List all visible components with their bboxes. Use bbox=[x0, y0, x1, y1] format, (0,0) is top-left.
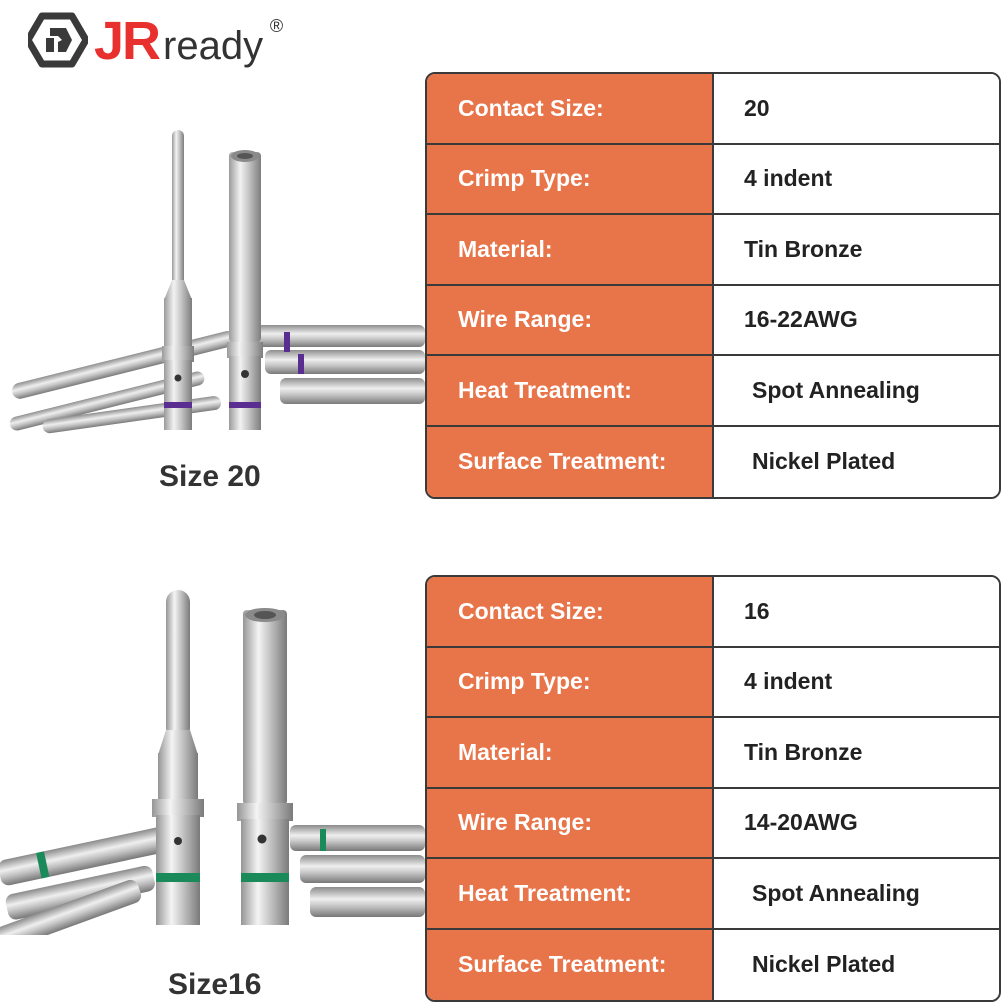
spec-value: Nickel Plated bbox=[714, 929, 999, 1000]
spec-value: 16-22AWG bbox=[714, 285, 999, 354]
size-20-spec-table: Contact Size: 20 Crimp Type: 4 indent Ma… bbox=[425, 72, 1001, 499]
spec-value: Spot Annealing bbox=[714, 859, 999, 928]
brand-logo: JR ready ® bbox=[28, 4, 283, 71]
size-16-contacts-photo bbox=[0, 590, 425, 935]
size-16-caption: Size16 bbox=[168, 968, 262, 1001]
spec-value: Spot Annealing bbox=[714, 356, 999, 425]
spec-row-surface-treatment: Surface Treatment: Nickel Plated bbox=[427, 929, 999, 1000]
spec-row-contact-size: Contact Size: 20 bbox=[427, 74, 999, 145]
spec-value: 16 bbox=[714, 577, 999, 646]
spec-label: Material: bbox=[427, 215, 714, 284]
spec-value: 4 indent bbox=[714, 647, 999, 716]
spec-row-crimp-type: Crimp Type: 4 indent bbox=[427, 144, 999, 215]
spec-row-crimp-type: Crimp Type: 4 indent bbox=[427, 647, 999, 718]
size-16-spec-table: Contact Size: 16 Crimp Type: 4 indent Ma… bbox=[425, 575, 1001, 1002]
spec-label: Material: bbox=[427, 718, 714, 787]
spec-row-contact-size: Contact Size: 16 bbox=[427, 577, 999, 648]
spec-label: Heat Treatment: bbox=[427, 859, 714, 928]
spec-row-wire-range: Wire Range: 14-20AWG bbox=[427, 788, 999, 859]
spec-value: Tin Bronze bbox=[714, 718, 999, 787]
spec-value: 4 indent bbox=[714, 144, 999, 213]
brand-logo-icon bbox=[28, 12, 88, 68]
spec-label: Heat Treatment: bbox=[427, 356, 714, 425]
spec-value: Tin Bronze bbox=[714, 215, 999, 284]
size-20-contacts-photo bbox=[9, 130, 425, 434]
spec-label: Contact Size: bbox=[427, 74, 714, 143]
spec-label: Surface Treatment: bbox=[427, 426, 714, 497]
brand-name-ready: ready bbox=[163, 24, 264, 68]
spec-label: Wire Range: bbox=[427, 788, 714, 857]
spec-value: 20 bbox=[714, 74, 999, 143]
spec-label: Crimp Type: bbox=[427, 647, 714, 716]
spec-label: Surface Treatment: bbox=[427, 929, 714, 1000]
size-20-caption: Size 20 bbox=[159, 460, 261, 493]
brand-name-jr: JR bbox=[94, 11, 161, 71]
spec-value: Nickel Plated bbox=[714, 426, 999, 497]
spec-value: 14-20AWG bbox=[714, 788, 999, 857]
spec-row-wire-range: Wire Range: 16-22AWG bbox=[427, 285, 999, 356]
registered-mark: ® bbox=[269, 16, 284, 36]
spec-row-surface-treatment: Surface Treatment: Nickel Plated bbox=[427, 426, 999, 497]
spec-row-heat-treatment: Heat Treatment: Spot Annealing bbox=[427, 356, 999, 427]
spec-row-material: Material: Tin Bronze bbox=[427, 718, 999, 789]
spec-row-heat-treatment: Heat Treatment: Spot Annealing bbox=[427, 859, 999, 930]
spec-label: Wire Range: bbox=[427, 285, 714, 354]
spec-label: Contact Size: bbox=[427, 577, 714, 646]
spec-label: Crimp Type: bbox=[427, 144, 714, 213]
spec-row-material: Material: Tin Bronze bbox=[427, 215, 999, 286]
